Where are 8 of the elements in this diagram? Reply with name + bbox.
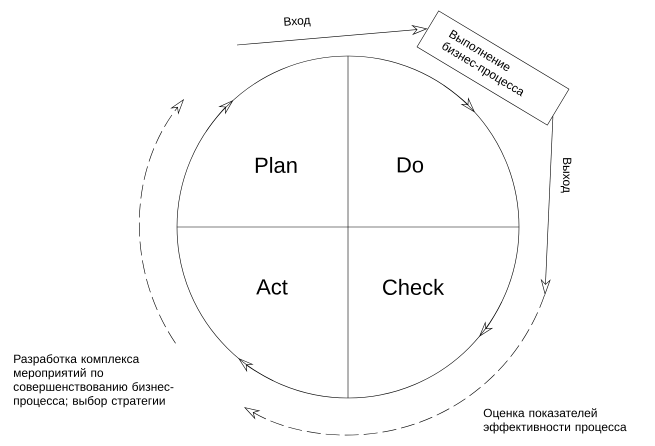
quadrant-label: Check xyxy=(383,278,444,296)
quadrant-label: Do xyxy=(398,157,424,173)
edge-label: Вход xyxy=(282,14,312,30)
edge-label: Выход xyxy=(560,156,572,194)
note-text: Разработка комплекса мероприятий по совершенствованию бизнес-процесса; выбор стратегии xyxy=(14,354,174,408)
note-text: Оценка показателей эффективности процесса xyxy=(484,408,627,434)
quadrant-label: Act xyxy=(256,279,288,295)
quadrant-label: Plan xyxy=(256,156,296,174)
